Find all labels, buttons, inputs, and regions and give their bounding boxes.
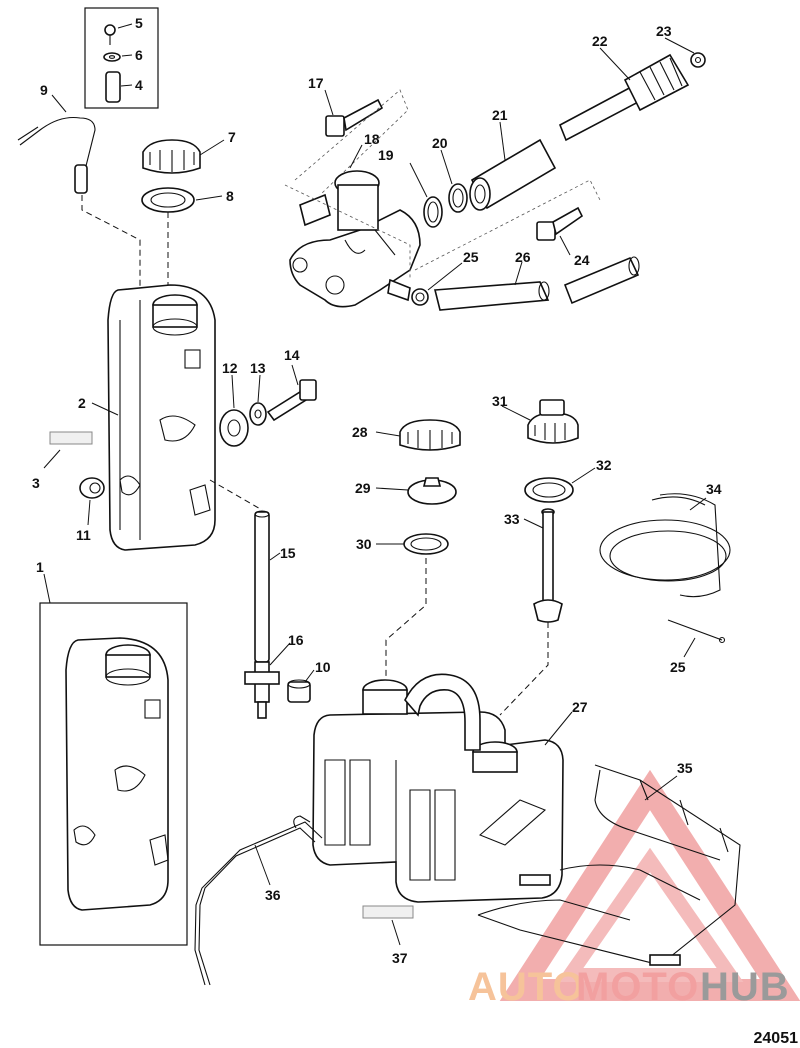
shaft-22 [558,53,690,142]
fuel-gauge-cap-31 [527,399,579,444]
watermark-wordmark: AUTO MOTO HUB [468,965,790,1009]
callout-9: 9 [40,82,48,98]
callout-21: 21 [492,107,508,123]
bolt-24 [536,206,584,241]
o-ring-19 [423,196,443,228]
callout-8: 8 [226,188,234,204]
sleeve-21 [469,138,557,211]
callout-12: 12 [222,360,238,376]
valve-body-18 [289,170,421,308]
watermark-logo [499,769,800,1001]
callout-35: 35 [677,760,693,776]
callout-27: 27 [572,699,588,715]
callout-37: 37 [392,950,408,966]
callout-23: 23 [656,23,672,39]
callout-5: 5 [135,15,143,31]
gasket-32 [524,477,574,503]
watermark-text-auto: AUTO [468,965,585,1009]
callout-11: 11 [76,527,91,543]
callout-22: 22 [592,33,608,49]
callout-1: 1 [36,559,44,575]
label-blank-3 [49,431,93,445]
bracket-35 [477,764,741,966]
callout-6: 6 [135,47,143,63]
bolt-14 [266,379,317,422]
diaphragm-29 [407,477,457,505]
watermark-triangle-inner [556,847,744,982]
callout-20: 20 [432,135,448,151]
callout-7: 7 [228,129,236,145]
fuel-tank-27 [312,673,564,903]
cap-10 [287,679,311,703]
callout-17: 17 [308,75,324,91]
leader-lines [43,23,707,946]
hose-26 [433,256,640,311]
callout-2: 2 [78,395,86,411]
screw-5 [104,24,116,45]
fitting-16 [244,661,280,719]
callout-34: 34 [706,481,722,497]
kit-box [84,7,159,109]
watermark-text-moto: MOTO [576,965,699,1009]
grommet-12 [219,409,249,447]
strap-36 [194,815,323,986]
callout-29: 29 [355,480,371,496]
diagram-id: 24051 [754,1030,799,1047]
wire-lead-9 [17,116,96,194]
clamp-25-upper [411,288,429,306]
callout-33: 33 [504,511,520,527]
fuel-cap-28 [399,419,461,451]
gasket-30 [403,533,449,555]
washer-13 [249,402,267,426]
callout-10: 10 [315,659,331,675]
callout-26: 26 [515,249,531,265]
sleeve-4 [105,71,121,103]
callout-15: 15 [280,545,296,561]
callout-30: 30 [356,536,372,552]
callout-25-upper: 25 [463,249,479,265]
callout-3: 3 [32,475,40,491]
filler-cap-7 [142,139,201,174]
clip-23 [690,52,706,68]
callout-4: 4 [135,77,143,93]
o-ring-20 [448,183,468,213]
washer-6 [103,52,121,62]
tube-15 [254,510,270,663]
callout-36: 36 [265,887,281,903]
label-blank-37 [362,905,414,919]
grommet-11 [79,477,105,499]
callout-19: 19 [378,147,394,163]
callout-18: 18 [364,131,380,147]
callout-28: 28 [352,424,368,440]
callout-32: 32 [596,457,612,473]
pickup-tube-33 [533,508,563,623]
oil-tank-assembly-1 [65,637,169,911]
callout-31: 31 [492,393,508,409]
callout-24: 24 [574,252,590,268]
callout-25-lower: 25 [670,659,686,675]
gasket-8 [141,187,195,213]
watermark-triangle-outer [499,769,800,1001]
callout-14: 14 [284,347,300,363]
oil-tank-2 [107,284,216,551]
callout-13: 13 [250,360,266,376]
tank-assembly-box [39,602,188,946]
watermark-text-hub: HUB [700,965,790,1009]
bolt-17 [325,98,384,137]
hose-coil-34 [599,493,731,598]
clamp-25-lower [667,619,726,644]
callouts: 5 6 4 9 7 8 2 3 11 12 13 14 15 16 10 1 1… [32,15,722,966]
callout-16: 16 [288,632,304,648]
